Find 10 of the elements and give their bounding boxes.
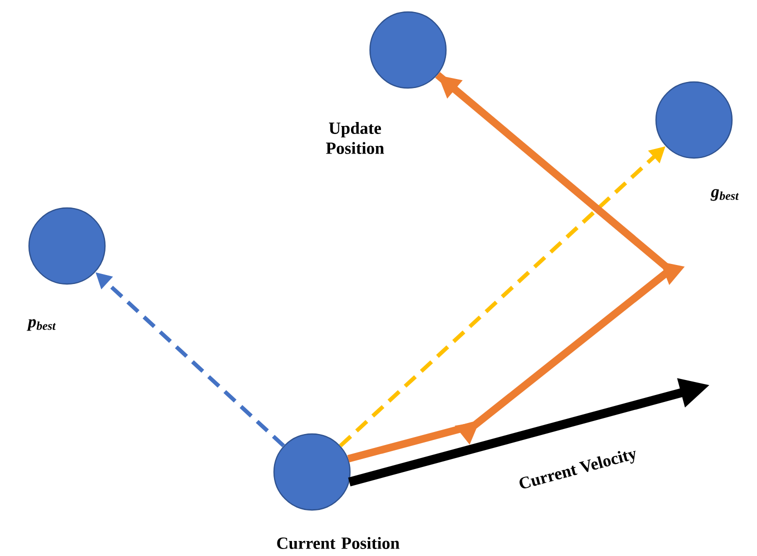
edge-label: Current Velocity (516, 446, 640, 494)
node-caption: Update Position (326, 122, 384, 154)
node-caption: g$_{best}$ (710, 189, 739, 201)
node-caption: p$_{best}$ (26, 319, 56, 331)
particle-circle (369, 11, 447, 89)
particle-circle (273, 433, 351, 511)
arrow (347, 72, 685, 462)
particle-circle (28, 207, 106, 285)
node-caption: Current Position (277, 537, 400, 549)
particle-circle (655, 81, 733, 159)
